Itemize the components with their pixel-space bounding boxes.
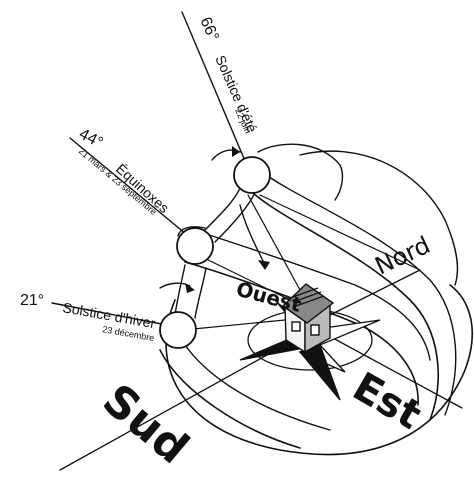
summer-name-label: Solstice d'été bbox=[212, 53, 260, 135]
direction-north: Nord bbox=[371, 231, 435, 281]
winter-arrowhead bbox=[185, 283, 195, 293]
direction-east: Est bbox=[345, 364, 429, 439]
summer-angle-label: 66° bbox=[196, 15, 221, 44]
summer-down-arrowhead bbox=[258, 260, 270, 270]
summer-sun bbox=[234, 157, 270, 193]
sun-connector-lower-b bbox=[195, 268, 206, 318]
equinox-sun bbox=[177, 228, 213, 264]
sun-connector-upper-b bbox=[215, 192, 255, 242]
direction-south: Sud bbox=[93, 374, 198, 474]
direction-west: Ouest bbox=[234, 277, 305, 317]
ray-winter bbox=[183, 320, 285, 330]
sun-connector-upper bbox=[205, 188, 240, 230]
winter-sun bbox=[160, 312, 196, 348]
winter-angle-label: 21° bbox=[20, 292, 44, 309]
summer-arrow-down bbox=[240, 205, 265, 265]
sun-connector-lower bbox=[175, 265, 185, 315]
